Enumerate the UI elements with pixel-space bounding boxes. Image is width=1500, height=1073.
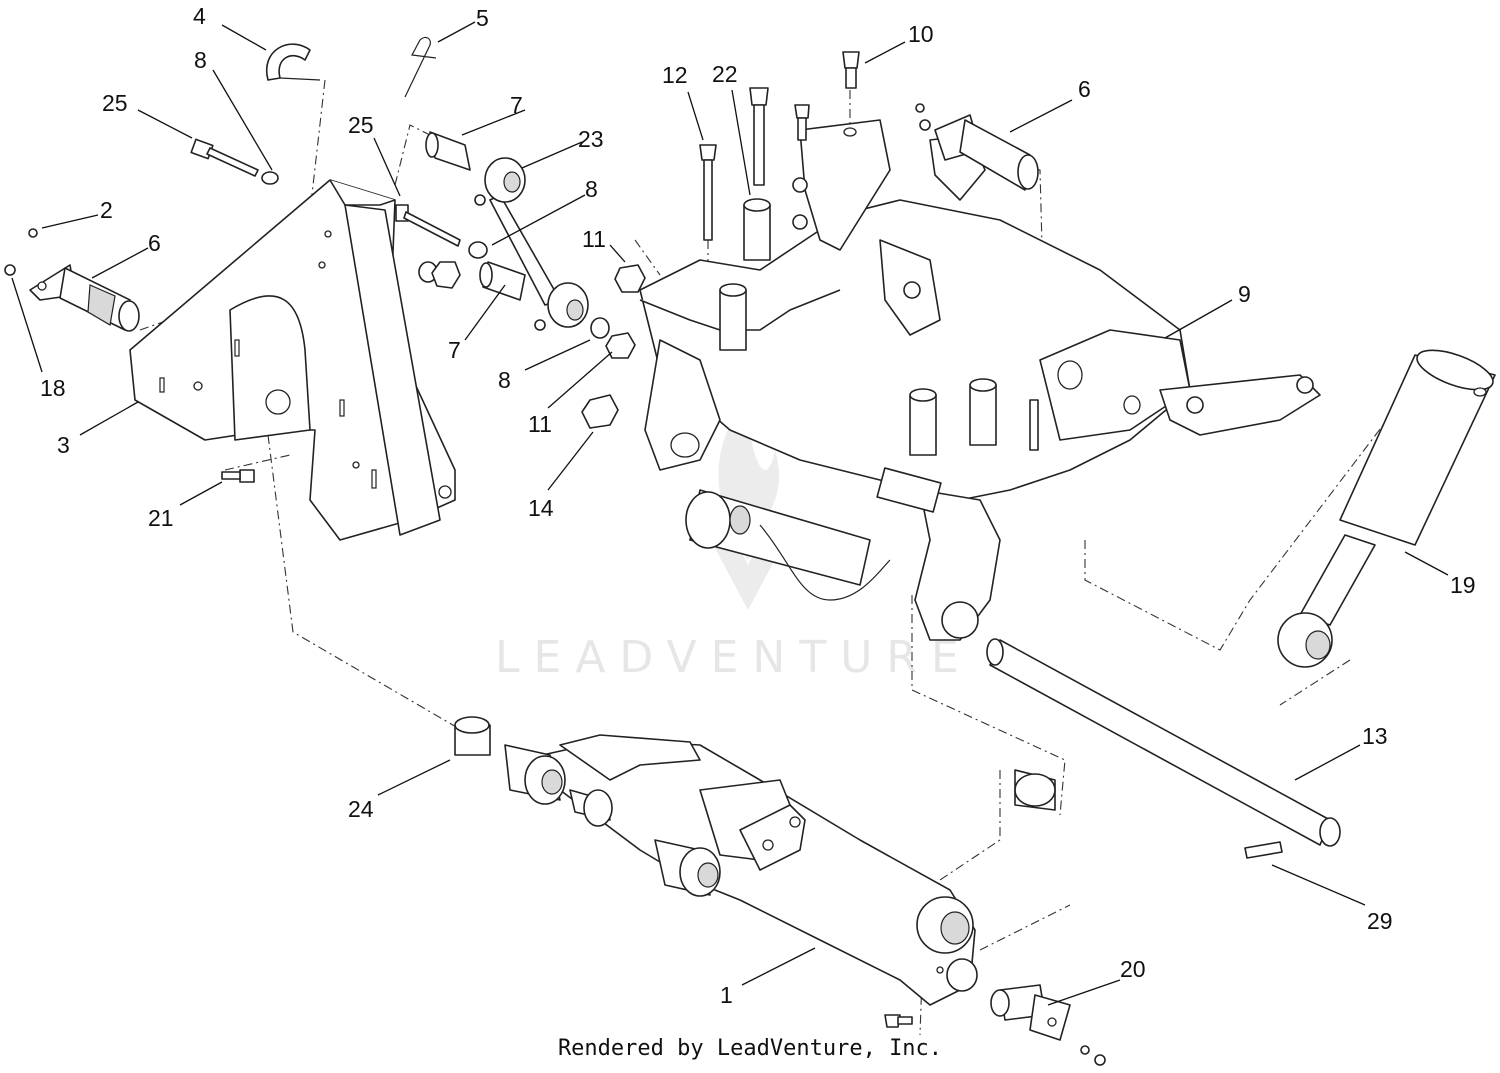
frame-tube (685, 489, 891, 601)
callout-4: 4 (193, 3, 206, 29)
callout-3: 3 (57, 432, 70, 458)
watermark-text: LEADVENTURE (495, 632, 973, 683)
callout-8-mid: 8 (585, 176, 598, 202)
callout-25-mid: 25 (348, 112, 374, 138)
callout-10: 10 (908, 21, 934, 47)
part-22-bolt (749, 87, 769, 186)
callout-1: 1 (720, 982, 733, 1008)
callout-20: 20 (1120, 956, 1146, 982)
callout-22: 22 (712, 61, 738, 87)
callout-18: 18 (40, 375, 66, 401)
part-5-hair-pin (404, 36, 437, 98)
part-24-bushing (454, 716, 491, 756)
part-21-bolt (221, 469, 255, 483)
callout-24: 24 (348, 796, 374, 822)
callout-19: 19 (1450, 572, 1476, 598)
callout-6-left: 6 (148, 230, 161, 256)
part-10-bolt (792, 51, 860, 230)
part-20-pin (990, 984, 1106, 1066)
part-12-bolt (699, 144, 717, 241)
leader-lines (11, 21, 1449, 1006)
callout-13: 13 (1362, 723, 1388, 749)
part-12-spacer (719, 283, 747, 351)
hardware-washers-nuts (418, 261, 646, 429)
bolt-25-upper (190, 138, 279, 185)
callouts: 4 5 8 25 7 23 2 6 25 8 11 18 3 7 12 22 1… (40, 3, 1476, 1008)
part-3-frame (129, 179, 456, 541)
part-6-left-pin (4, 228, 140, 332)
part-7-bushings (425, 131, 526, 301)
callout-12: 12 (662, 62, 688, 88)
callout-7: 7 (510, 92, 523, 118)
callout-7-lower: 7 (448, 337, 461, 363)
callout-2: 2 (100, 197, 113, 223)
frame-spacers (909, 378, 1039, 456)
callout-29: 29 (1367, 908, 1393, 934)
lower-arm-bushings (504, 744, 1056, 1028)
part-13-shaft (986, 638, 1341, 847)
callout-11-lower: 11 (528, 411, 552, 437)
callout-25: 25 (102, 90, 128, 116)
part-1-lower-arm (519, 734, 978, 1006)
footer-credit: Rendered by LeadVenture, Inc. (557, 1036, 943, 1061)
callout-11-upper: 11 (582, 226, 606, 252)
callout-6-right: 6 (1078, 76, 1091, 102)
bolt-25-mid (395, 204, 488, 259)
part-22-spacer (743, 198, 771, 261)
part-23-link (474, 157, 589, 331)
callout-8-lower: 8 (498, 367, 511, 393)
part-19-cylinder (1277, 349, 1496, 668)
callout-14: 14 (528, 495, 554, 521)
part-4-hook (265, 43, 321, 81)
callout-9: 9 (1238, 281, 1251, 307)
callout-5: 5 (476, 5, 489, 31)
callout-23: 23 (578, 126, 604, 152)
part-9-main-frame (639, 119, 1321, 641)
callout-21: 21 (148, 505, 174, 531)
part-6-right-pin (915, 103, 1039, 191)
callout-8: 8 (194, 47, 207, 73)
part-29-roll-pin (1244, 841, 1283, 859)
